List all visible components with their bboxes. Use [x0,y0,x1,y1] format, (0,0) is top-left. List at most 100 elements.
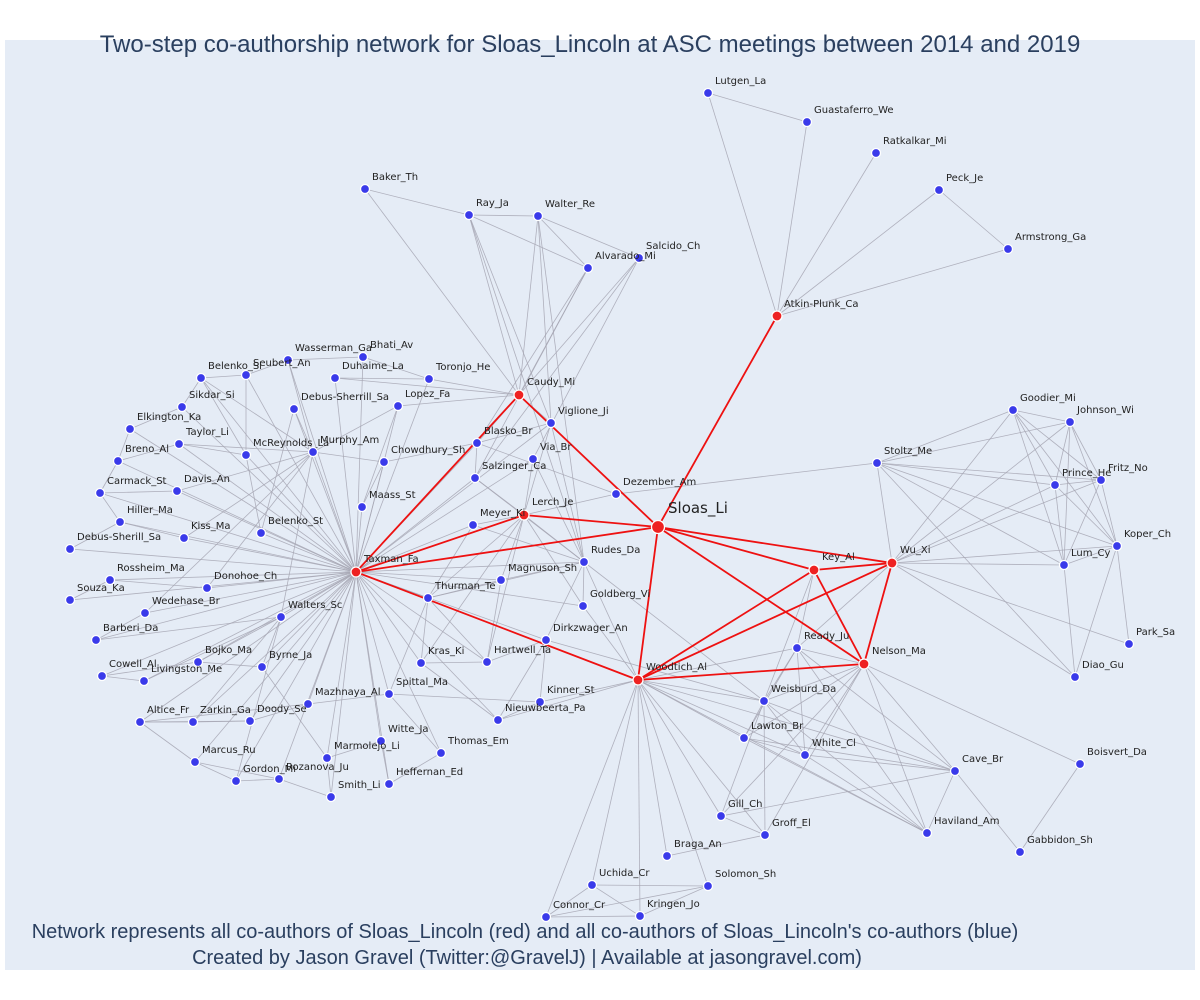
node-lawton-br[interactable] [738,732,750,744]
node-toronjo-he[interactable] [423,373,435,385]
node-dirkzwager-an[interactable] [540,634,552,646]
node-rudes-da[interactable] [578,556,590,568]
node-koper-ch[interactable] [1111,540,1123,552]
node-zarkin-ga[interactable] [187,716,199,728]
node-lutgen-la[interactable] [702,87,714,99]
node-wasserman-ga[interactable] [282,354,294,366]
node-blasko-br[interactable] [471,437,483,449]
node-salcido-ch[interactable] [633,252,645,264]
node-hiller-ma[interactable] [114,516,126,528]
node-guastaferro-we[interactable] [801,116,813,128]
node-kras-ki[interactable] [415,657,427,669]
node-livingston-me[interactable] [138,675,150,687]
node-weisburd-da[interactable] [758,695,770,707]
node-woodtich-al[interactable] [632,674,644,686]
node-alvarado-mi[interactable] [582,262,594,274]
node-armstrong-ga[interactable] [1002,243,1014,255]
node-peck-je[interactable] [933,184,945,196]
node-goldberg-vi[interactable] [577,600,589,612]
node-stoltz-me[interactable] [871,457,883,469]
node-thomas-em[interactable] [435,747,447,759]
node-rossheim-ma[interactable] [104,574,116,586]
node-doody-se[interactable] [244,715,256,727]
node-solomon-sh[interactable] [702,880,714,892]
node-debus-sherill-sa[interactable] [64,543,76,555]
node-meyer-ki[interactable] [467,519,479,531]
node-smith-li[interactable] [325,791,337,803]
node-boisvert-da[interactable] [1074,758,1086,770]
node-connor-cr[interactable] [540,911,552,923]
node-caudy-mi[interactable] [513,389,525,401]
node-taxman-fa[interactable] [350,566,362,578]
node-prince-he[interactable] [1049,479,1061,491]
node-sikdar-si[interactable] [176,401,188,413]
node-lum-cy[interactable] [1058,559,1070,571]
node-gill-ch[interactable] [715,810,727,822]
node-via-br[interactable] [527,453,539,465]
node-cave-br[interactable] [949,765,961,777]
node-dezember-am[interactable] [610,488,622,500]
node-rozanova-ju[interactable] [273,773,285,785]
node-magnuson-sh[interactable] [495,574,507,586]
node-fritz-no[interactable] [1095,474,1107,486]
node-bhati-av[interactable] [357,351,369,363]
node-ray-ja[interactable] [463,209,475,221]
node-braga-an[interactable] [661,850,673,862]
node-marmolejo-li[interactable] [321,752,333,764]
node-gordon-mi[interactable] [230,775,242,787]
node-debus-sherrill-sa[interactable] [288,403,300,415]
node-sloas-li[interactable] [650,519,666,535]
node-atkin-plunk-ca[interactable] [771,310,783,322]
node-carmack-st[interactable] [94,487,106,499]
node-thurman-te[interactable] [422,592,434,604]
node-murphy-am[interactable] [307,446,319,458]
node-altice-fr[interactable] [134,716,146,728]
node-davis-an[interactable] [171,485,183,497]
node-hartwell-ta[interactable] [481,656,493,668]
node-lopez-fa[interactable] [392,400,404,412]
node-gabbidon-sh[interactable] [1014,846,1026,858]
node-seubert-an[interactable] [240,369,252,381]
node-white-cl[interactable] [799,749,811,761]
node-mcreynolds-la[interactable] [240,449,252,461]
node-johnson-wi[interactable] [1064,416,1076,428]
node-kinner-st[interactable] [534,696,546,708]
node-key-al[interactable] [808,564,820,576]
node-wu-xi[interactable] [886,557,898,569]
node-belenko-si[interactable] [195,372,207,384]
node-ready-ju[interactable] [791,642,803,654]
node-uchida-cr[interactable] [586,879,598,891]
node-maass-st[interactable] [356,501,368,513]
node-belenko-st[interactable] [255,527,267,539]
node-diao-gu[interactable] [1069,671,1081,683]
node-heffernan-ed[interactable] [383,778,395,790]
node-souza-ka[interactable] [64,594,76,606]
node-mazhnaya-al[interactable] [302,698,314,710]
node-walter-re[interactable] [532,210,544,222]
node-salzinger-ca[interactable] [469,472,481,484]
node-marcus-ru[interactable] [189,756,201,768]
node-lerch-je[interactable] [518,509,530,521]
node-baker-th[interactable] [359,183,371,195]
node-groff-el[interactable] [759,829,771,841]
node-cowell-al[interactable] [96,670,108,682]
node-nieuwbeerta-pa[interactable] [492,714,504,726]
node-kringen-jo[interactable] [634,910,646,922]
node-witte-ja[interactable] [375,735,387,747]
node-viglione-ji[interactable] [545,417,557,429]
node-breno-al[interactable] [112,455,124,467]
node-chowdhury-sh[interactable] [378,456,390,468]
node-elkington-ka[interactable] [124,423,136,435]
node-taylor-li[interactable] [173,438,185,450]
node-haviland-am[interactable] [921,827,933,839]
node-byrne-ja[interactable] [256,661,268,673]
node-bojko-ma[interactable] [192,656,204,668]
node-donohoe-ch[interactable] [201,582,213,594]
node-barberi-da[interactable] [90,634,102,646]
node-spittal-ma[interactable] [383,688,395,700]
node-park-sa[interactable] [1123,638,1135,650]
node-wedehase-br[interactable] [139,607,151,619]
node-ratkalkar-mi[interactable] [870,147,882,159]
node-duhaime-la[interactable] [329,372,341,384]
node-goodier-mi[interactable] [1007,404,1019,416]
